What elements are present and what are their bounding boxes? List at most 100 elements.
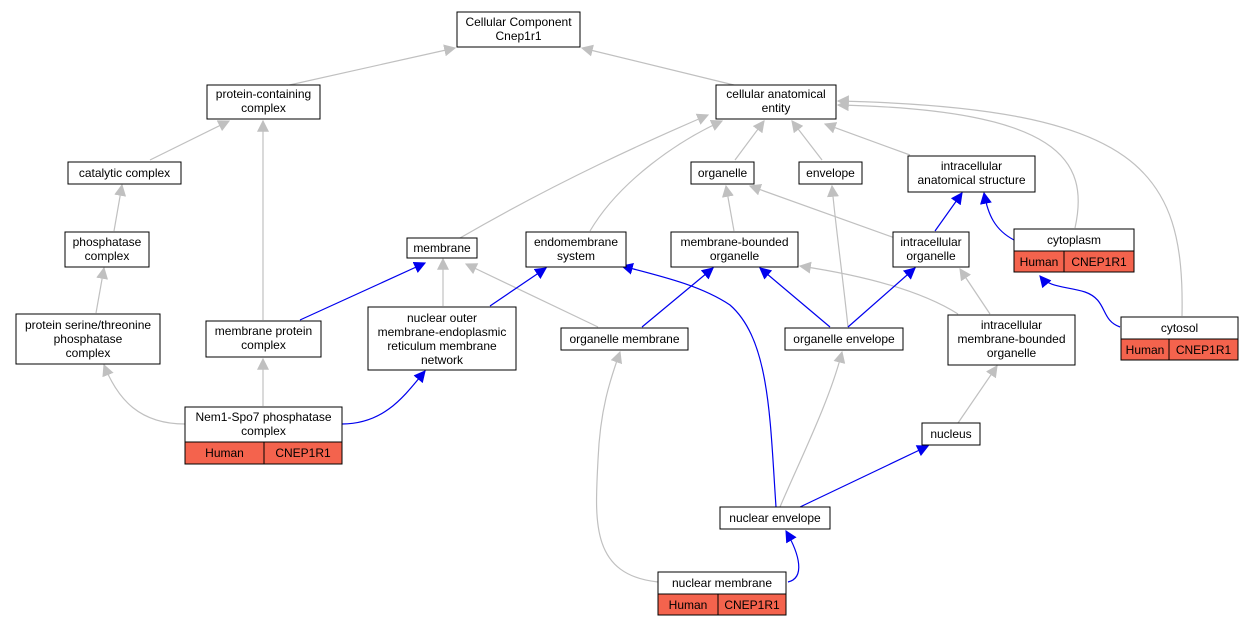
edge-nuclear-envelope-to-endomembrane: [620, 262, 777, 508]
edge-intracellular-organelle-to-intracellular-anatomical: [934, 192, 963, 232]
annotation-cytosol: Human CNEP1R1: [1120, 338, 1239, 361]
node-label-line: nucleus: [930, 427, 971, 441]
edge-envelope-to-cellular-anatomical: [791, 120, 823, 161]
node-label-line: complex: [66, 346, 111, 360]
node-label-line: Nem1-Spo7 phosphatase: [195, 410, 331, 424]
node-label-line: complex: [241, 338, 286, 352]
node-label-line: network: [421, 353, 464, 367]
node-cytosol[interactable]: cytosol: [1120, 316, 1239, 340]
edge-cytosol-to-cytoplasm: [1039, 275, 1121, 328]
node-label-line: endomembrane: [534, 235, 618, 249]
node-label-line: cytosol: [1161, 321, 1198, 335]
node-organelle-membrane[interactable]: organelle membrane: [560, 327, 689, 351]
edge-cellular-anatomical-entity-to-root: [580, 44, 739, 87]
annotation-species: Human: [669, 598, 708, 612]
edge-organelle-membrane-to-membrane-bounded: [641, 267, 714, 328]
edge-catalytic-complex-to-protein-containing: [149, 120, 231, 161]
edge-nem1-to-ps-threonine: [102, 363, 186, 425]
annotation-species: Human: [1126, 343, 1165, 357]
node-phosphatase-complex[interactable]: phosphatase complex: [64, 231, 150, 268]
node-label-line: organelle membrane: [569, 332, 679, 346]
node-label-line: membrane-bounded: [957, 332, 1065, 346]
annotation-gene: CNEP1R1: [1071, 255, 1127, 269]
node-label-line: intracellular: [981, 318, 1042, 332]
node-cytoplasm[interactable]: cytoplasm: [1013, 228, 1135, 252]
node-label-line: protein serine/threonine: [25, 318, 151, 332]
annotation-nem1-spo7: Human CNEP1R1: [184, 441, 343, 465]
edge-membrane-bounded-to-organelle: [721, 184, 735, 232]
node-nuclear-membrane[interactable]: nuclear membrane: [657, 571, 787, 595]
edge-intracellular-organelle-to-organelle: [748, 183, 896, 239]
edge-endomembrane-to-cellular-anatomical: [589, 119, 724, 232]
node-label-line: entity: [762, 101, 791, 115]
node-label-line: envelope: [806, 166, 855, 180]
edge-cytoplasm-to-cellular-anatomical: [836, 99, 1079, 229]
node-cellular-component-root[interactable]: Cellular Component Cnep1r1: [456, 11, 581, 48]
edge-membrane-to-cellular-anatomical: [459, 113, 710, 239]
node-label-line: membrane-bounded: [680, 235, 788, 249]
node-label-line: Cellular Component: [465, 15, 572, 29]
node-protein-containing-complex[interactable]: protein-containing complex: [206, 84, 321, 120]
edge-intracellular-mbo-to-intracellular-organelle: [959, 268, 991, 315]
node-envelope[interactable]: envelope: [798, 161, 863, 185]
node-organelle-envelope[interactable]: organelle envelope: [784, 327, 904, 351]
node-organelle[interactable]: organelle: [690, 161, 755, 185]
edge-phosphatase-to-catalytic: [113, 183, 127, 232]
annotation-gene: CNEP1R1: [275, 446, 331, 460]
node-label-line: system: [557, 249, 595, 263]
node-label-line: nuclear envelope: [729, 511, 821, 525]
edge-cytosol-to-cellular-anatomical: [836, 95, 1183, 317]
node-label-line: membrane-endoplasmic: [378, 325, 507, 339]
node-label-line: complex: [85, 249, 130, 263]
annotation-species: Human: [205, 446, 244, 460]
annotation-cytoplasm: Human CNEP1R1: [1013, 250, 1135, 273]
part-of-edges: [299, 191, 1121, 583]
node-label-line: phosphatase: [54, 332, 123, 346]
node-membrane[interactable]: membrane: [406, 237, 478, 259]
edge-protein-containing-complex-to-root: [284, 44, 457, 87]
node-label-line: nuclear outer: [407, 311, 477, 325]
edge-nuclear-membrane-to-nuclear-envelope: [785, 529, 800, 583]
node-label-line: intracellular: [941, 159, 1002, 173]
node-label-line: protein-containing: [216, 87, 311, 101]
node-label-line: catalytic complex: [79, 166, 170, 180]
edge-organelle-to-cellular-anatomical: [734, 120, 765, 161]
edge-ps-threonine-to-phosphatase: [95, 266, 109, 314]
node-label-line: cellular anatomical: [726, 87, 825, 101]
edge-nuclear-membrane-to-organelle-membrane: [595, 350, 659, 583]
node-nucleus[interactable]: nucleus: [921, 422, 981, 446]
node-membrane-protein-complex[interactable]: membrane protein complex: [205, 320, 322, 358]
node-nuclear-outer-membrane-er-network[interactable]: nuclear outer membrane-endoplasmic retic…: [367, 306, 517, 371]
edge-organelle-envelope-to-intracellular-organelle: [847, 267, 916, 328]
annotation-nuclear-membrane: Human CNEP1R1: [657, 593, 787, 616]
node-label-line: organelle: [906, 249, 956, 263]
edge-nucleus-to-intracellular-mbo: [957, 365, 998, 424]
node-protein-serine-threonine-phosphatase-complex[interactable]: protein serine/threonine phosphatase com…: [15, 313, 161, 365]
edge-nuclear-envelope-to-organelle-envelope: [779, 350, 846, 508]
node-label-line: cytoplasm: [1047, 233, 1101, 247]
node-label-line: organelle: [698, 166, 748, 180]
edge-intracellular-anatomical-to-cellular-anatomical: [823, 122, 911, 156]
node-intracellular-anatomical-structure[interactable]: intracellular anatomical structure: [907, 155, 1036, 193]
node-endomembrane-system[interactable]: endomembrane system: [525, 231, 627, 268]
node-label-line: anatomical structure: [917, 173, 1025, 187]
edge-organelle-membrane-to-membrane: [464, 263, 599, 328]
edge-membrane-protein-complex-to-membrane: [299, 262, 427, 321]
node-nuclear-envelope[interactable]: nuclear envelope: [719, 506, 831, 530]
node-membrane-bounded-organelle[interactable]: membrane-bounded organelle: [670, 231, 799, 268]
edge-organelle-envelope-to-membrane-bounded: [759, 267, 831, 328]
annotation-gene: CNEP1R1: [1176, 343, 1232, 357]
annotation-species: Human: [1020, 255, 1059, 269]
node-nem1-spo7-phosphatase-complex[interactable]: Nem1-Spo7 phosphatase complex: [184, 406, 343, 443]
edge-nem1-to-nuclear-outer-membrane: [341, 370, 426, 425]
node-cellular-anatomical-entity[interactable]: cellular anatomical entity: [715, 84, 837, 120]
is-a-edges: [95, 44, 1183, 583]
node-label-line: reticulum membrane: [387, 339, 497, 353]
node-intracellular-organelle[interactable]: intracellular organelle: [892, 231, 970, 268]
node-intracellular-membrane-bounded-organelle[interactable]: intracellular membrane-bounded organelle: [947, 314, 1076, 366]
node-catalytic-complex[interactable]: catalytic complex: [67, 161, 182, 185]
edge-cytoplasm-to-intracellular-anatomical: [980, 191, 1015, 241]
node-label-line: intracellular: [900, 235, 961, 249]
edge-organelle-envelope-to-envelope: [827, 184, 849, 328]
